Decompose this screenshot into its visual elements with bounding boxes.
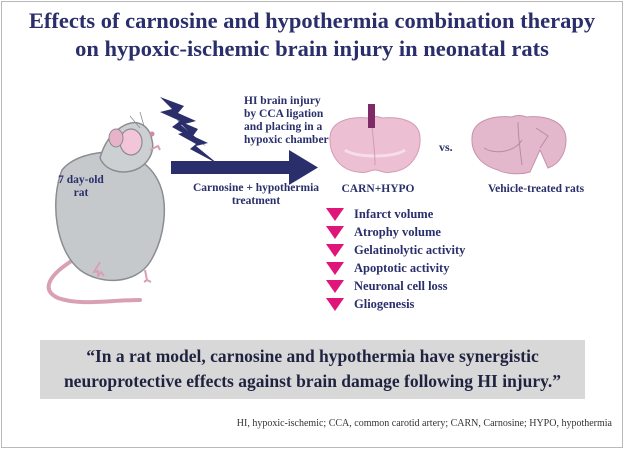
carn-hypo-label: CARN+HYPO [341,183,415,195]
title-line-2: on hypoxic-ischemic brain injury in neon… [75,36,549,61]
versus-label: vs. [439,140,453,154]
down-triangle-icon [326,297,344,311]
list-item: Infarct volume [326,205,465,223]
treatment-arrow [171,150,318,185]
list-item: Gelatinolytic activity [326,241,465,259]
down-triangle-icon [326,243,344,257]
decreased-effects-list: Infarct volume Atrophy volume Gelatinoly… [326,205,465,313]
lightning-bolt-icon [160,97,218,164]
down-triangle-icon [326,279,344,293]
list-item: Apoptotic activity [326,259,465,277]
list-item: Gliogenesis [326,295,465,313]
title-line-1: Effects of carnosine and hypothermia com… [28,8,596,33]
rat-illustration [46,111,166,305]
down-triangle-icon [326,261,344,275]
brain-slice-vehicle [471,115,567,175]
vehicle-label: Vehicle-treated rats [487,183,585,195]
brain-slice-carn-hypo [329,104,421,174]
rat-age-label: 7 day-old rat [58,174,104,199]
down-triangle-icon [326,225,344,239]
list-item: Atrophy volume [326,223,465,241]
list-item: Neuronal cell loss [326,277,465,295]
abbreviations-footnote: HI, hypoxic-ischemic; CCA, common caroti… [236,418,612,429]
down-triangle-icon [326,207,344,221]
hi-injury-label: HI brain injury by CCA ligation and plac… [244,95,329,146]
conclusion-quote-box: “In a rat model, carnosine and hypotherm… [40,340,585,399]
treatment-label: Carnosine + hypothermia treatment [192,182,320,207]
conclusion-quote: “In a rat model, carnosine and hypotherm… [63,346,562,391]
